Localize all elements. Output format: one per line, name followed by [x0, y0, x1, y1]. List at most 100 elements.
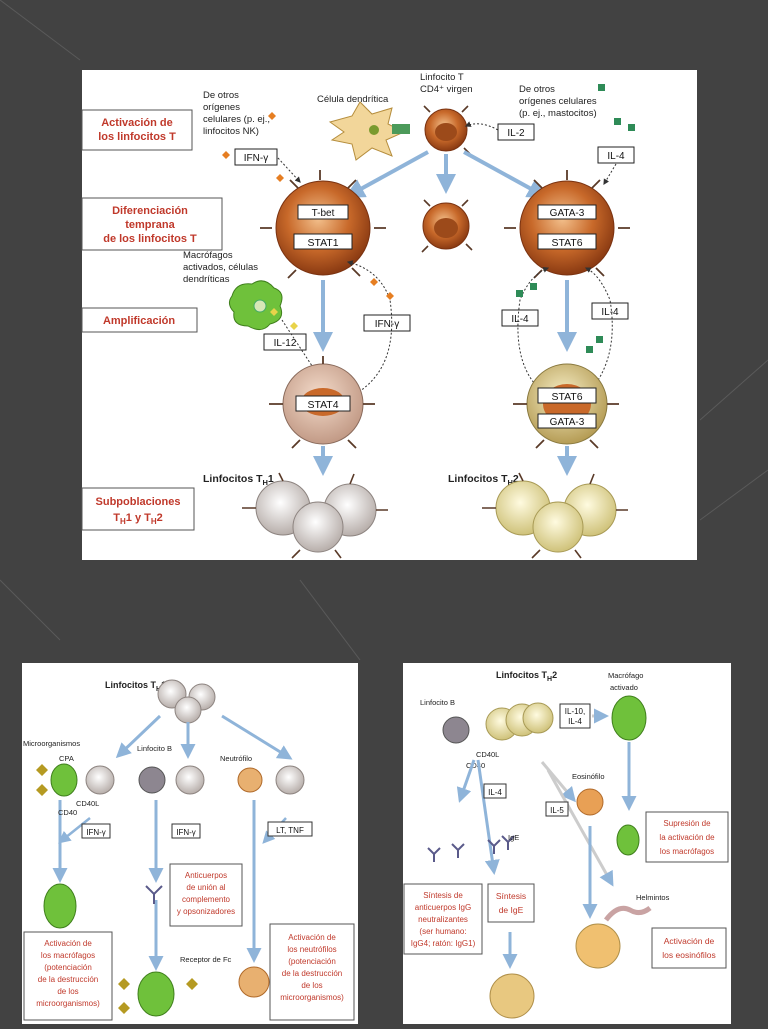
macrophages-label: Macrófagos activados, células dendrítica…	[183, 250, 258, 285]
svg-text:IL-4: IL-4	[607, 151, 625, 162]
br-b-cell: Linfocito B	[420, 698, 455, 707]
svg-text:de los: de los	[301, 981, 322, 990]
svg-text:IFN-γ: IFN-γ	[244, 153, 268, 164]
stat1-box: STAT1	[307, 237, 338, 249]
br-activated-eosinophil	[575, 905, 652, 969]
svg-text:activado: activado	[610, 683, 638, 692]
th1-cell-cluster	[242, 472, 388, 559]
svg-text:la activación de: la activación de	[659, 833, 715, 842]
br-il10-box: IL-10, IL-4	[559, 703, 591, 729]
svg-text:Linfocito T: Linfocito T	[420, 72, 464, 83]
il4-box-amp-right: IL-4	[591, 302, 629, 320]
bl-fc-receptor: Receptor de Fc	[180, 955, 232, 964]
gata3-box-top: GATA-3	[550, 208, 585, 219]
th1-precursor-cell: T-bet STAT1	[260, 170, 386, 279]
th1-cells-label: Linfocitos TH1	[203, 473, 274, 487]
dendritic-cell	[328, 101, 410, 161]
br-eosinophil	[576, 788, 604, 816]
bl-macrophage-activation-box: Activación de los macrófagos (potenciaci…	[23, 931, 113, 1021]
br-eos-activation-box: Activación de los eosinófilos	[651, 927, 727, 969]
bl-neutrophil-activation-box: Activación de los neutrófilos (potenciac…	[269, 923, 355, 1021]
stat4-cell: STAT4	[269, 356, 375, 449]
bl-apc-cell	[36, 763, 115, 797]
stat6-box-top: STAT6	[551, 237, 582, 249]
stage-activation-line2: los linfocitos T	[98, 131, 176, 143]
bl-microorganisms: Microorganismos	[23, 739, 80, 748]
tbet-box: T-bet	[312, 208, 335, 219]
svg-text:de la destrucción: de la destrucción	[282, 969, 342, 978]
svg-text:IL-4: IL-4	[568, 717, 582, 726]
th2-cell-cluster	[482, 472, 628, 559]
svg-text:IFN-γ: IFN-γ	[86, 828, 106, 837]
br-cd40: CD40	[466, 761, 485, 770]
br-igg-box: Síntesis de anticuerpos IgG neutralizant…	[403, 883, 483, 955]
bl-th1-cluster	[157, 679, 216, 724]
il12-box: IL-12	[263, 333, 307, 351]
ifn-gamma-box-amplification: IFN-γ	[363, 314, 411, 332]
svg-text:(ser humano:: (ser humano:	[419, 927, 466, 936]
br-eosinophil-label: Eosinófilo	[572, 772, 605, 781]
stage-early-line2: temprana	[125, 219, 175, 231]
svg-text:IL-4: IL-4	[511, 314, 529, 325]
bottom-left-panel: Linfocitos TH1 Microorganismos CPA CD40 …	[22, 663, 358, 1024]
br-helminths-label: Helmintos	[636, 893, 670, 902]
bl-antibodies-box: Anticuerpos de unión al complemento y op…	[169, 863, 243, 927]
naive-t-cell	[423, 105, 471, 155]
il4-box-top: IL-4	[597, 146, 635, 164]
br-il4-box: IL-4	[483, 783, 507, 799]
svg-text:dendríticas: dendríticas	[183, 274, 230, 285]
il4-box-amp-left: IL-4	[501, 309, 539, 327]
br-arrows	[456, 708, 637, 969]
svg-text:Activación de: Activación de	[664, 936, 715, 946]
svg-text:activados, células: activados, células	[183, 262, 258, 273]
th2-precursor-cell: GATA-3 STAT6	[504, 170, 630, 279]
br-title: Linfocitos TH2	[496, 670, 557, 683]
br-ige-box: Síntesis de IgE	[487, 883, 535, 923]
br-b-cell-pair	[442, 702, 554, 744]
bl-neutrophil-pair	[237, 765, 305, 795]
bl-ifn-gamma-box-1: IFN-γ	[81, 823, 111, 839]
svg-text:celulares (p. ej.,: celulares (p. ej.,	[203, 114, 270, 125]
stage-label-subsets: Subpoblaciones TH1 y TH2	[81, 487, 195, 531]
stage-label-activation: Activación de los linfocitos T	[81, 109, 193, 151]
feedback-loops	[277, 121, 617, 397]
svg-text:de los: de los	[57, 987, 78, 996]
bottom-right-panel: Linfocitos TH2 Linfocito B CD40L CD40 IL…	[403, 663, 731, 1024]
differentiation-arrows	[344, 150, 548, 198]
gata3-box-bottom: GATA-3	[550, 417, 585, 428]
svg-text:IL-10,: IL-10,	[565, 707, 585, 716]
svg-text:IgG4; ratón: IgG1): IgG4; ratón: IgG1)	[411, 939, 476, 948]
svg-text:neutralizantes: neutralizantes	[418, 915, 468, 924]
bl-lt-tnf-box: LT, TNF	[267, 821, 313, 837]
activated-macrophage-top	[228, 280, 283, 330]
stage-early-line3: de los linfocitos T	[103, 233, 197, 245]
svg-text:Anticuerpos: Anticuerpos	[185, 871, 227, 880]
br-cd40l: CD40L	[476, 750, 499, 759]
svg-text:CD4⁺ virgen: CD4⁺ virgen	[420, 84, 473, 95]
stage-subsets-line2: TH1 y TH2	[113, 512, 163, 526]
svg-text:IL-12: IL-12	[274, 338, 297, 349]
svg-text:orígenes celulares: orígenes celulares	[519, 96, 597, 107]
background-decoration	[0, 0, 768, 661]
stage-label-early: Diferenciación temprana de los linfocito…	[81, 197, 223, 251]
svg-text:LT, TNF: LT, TNF	[276, 826, 304, 835]
undifferentiated-cell	[421, 199, 473, 253]
svg-text:Activación de: Activación de	[288, 933, 336, 942]
svg-text:de IgE: de IgE	[499, 905, 524, 915]
bl-antibody-icon	[145, 885, 163, 904]
bl-b-cell-pair	[138, 765, 205, 795]
bl-ifn-gamma-box-2: IFN-γ	[171, 823, 201, 839]
svg-text:de unión al: de unión al	[186, 883, 225, 892]
svg-text:(p. ej., mastocitos): (p. ej., mastocitos)	[519, 108, 597, 119]
svg-text:(potenciación: (potenciación	[288, 957, 336, 966]
svg-text:los neutrófilos: los neutrófilos	[287, 945, 336, 954]
bl-cpa: CPA	[59, 754, 74, 763]
stage-subsets-line1: Subpoblaciones	[96, 496, 181, 508]
svg-text:los macrófagos: los macrófagos	[41, 951, 95, 960]
bl-neutrophil-bottom	[238, 966, 270, 998]
svg-text:microorganismos): microorganismos)	[280, 993, 344, 1002]
svg-text:De otros: De otros	[519, 84, 555, 95]
br-il5-box: IL-5	[545, 801, 569, 817]
nk-source-label: De otros orígenes celulares (p. ej., lin…	[203, 90, 270, 137]
